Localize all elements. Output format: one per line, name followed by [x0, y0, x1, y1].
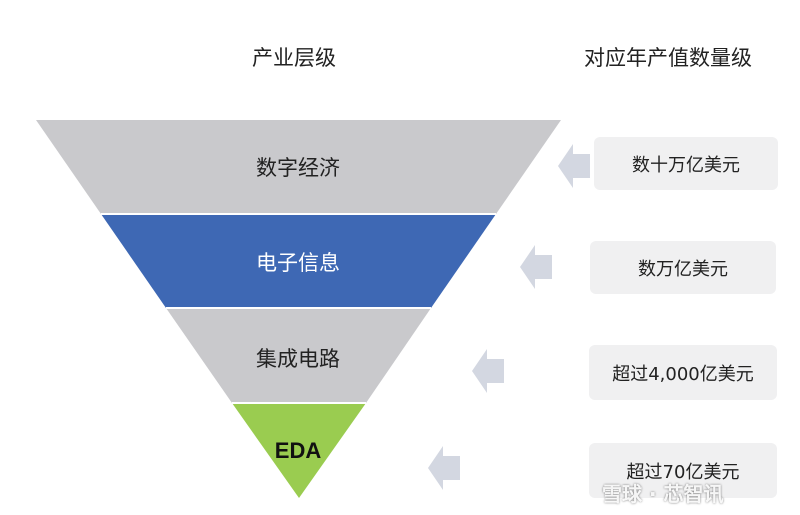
layer-label-electronic-information: 电子信息: [256, 251, 340, 275]
output-box-electronic-information: 数万亿美元: [590, 241, 776, 294]
layer-label-eda: EDA: [274, 438, 322, 463]
layer-integrated-circuit: [166, 308, 431, 403]
arrow-left-icon: [520, 245, 552, 289]
arrow-left-icon: [558, 144, 590, 188]
layer-label-digital-economy: 数字经济: [256, 156, 340, 180]
arrow-left-icon: [428, 446, 460, 490]
arrow-left-icon: [472, 349, 504, 393]
output-box-eda: 超过70亿美元: [589, 443, 777, 498]
layer-eda: [232, 403, 366, 498]
industry-level-header: 产业层级: [252, 46, 336, 70]
annual-output-header: 对应年产值数量级: [584, 46, 752, 70]
watermark-text: 雪球 · 芯智讯: [602, 482, 724, 506]
layer-label-integrated-circuit: 集成电路: [256, 347, 340, 371]
output-box-integrated-circuit: 超过4,000亿美元: [589, 345, 777, 400]
layer-electronic-information: [101, 214, 496, 308]
output-box-digital-economy: 数十万亿美元: [594, 137, 778, 190]
layer-digital-economy: [36, 120, 561, 214]
